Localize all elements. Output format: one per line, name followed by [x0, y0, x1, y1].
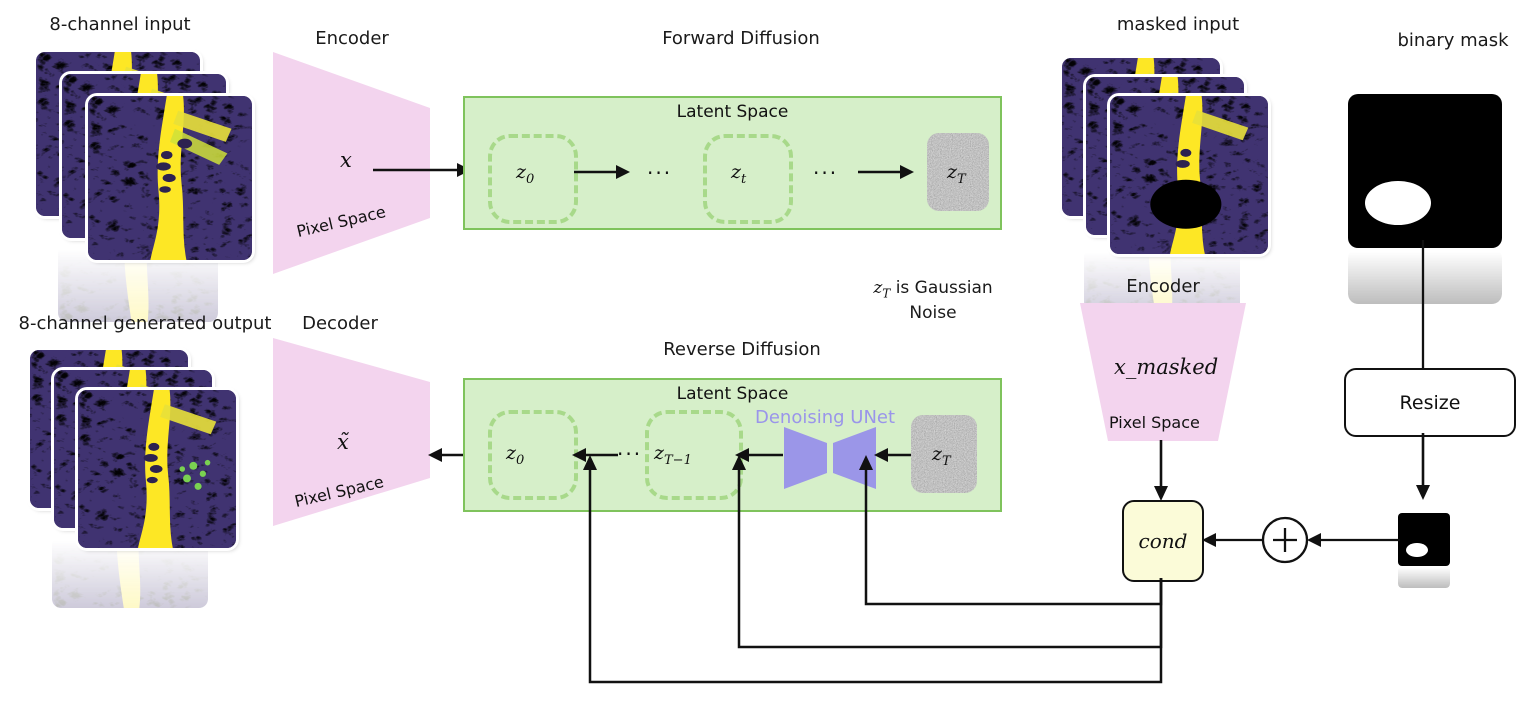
small-mask-white-ellipse [1406, 543, 1428, 557]
denoising-unet-shape [784, 427, 876, 489]
reverse-ellipsis-1: ··· [617, 442, 643, 466]
cond-box[interactable]: cond [1122, 500, 1204, 582]
forward-node-z0 [488, 134, 578, 224]
reverse-node-z0 [488, 410, 578, 500]
cond-label: cond [1138, 529, 1188, 553]
arrow-to-zT [858, 165, 914, 179]
line-mask-to-resize [1421, 240, 1425, 370]
forward-node-zt-label: zt [731, 161, 747, 187]
arrow-reverse-to-z0 [572, 448, 618, 462]
forward-ellipsis-1: ··· [647, 161, 673, 185]
right-pixel-space-label: Pixel Space [1109, 413, 1200, 432]
masked-card-front [1110, 96, 1268, 254]
forward-node-zT-label: zT [947, 161, 966, 187]
arrow-encoder-right-to-cond [1154, 440, 1168, 501]
small-binary-mask [1398, 513, 1450, 566]
resize-label: Resize [1399, 391, 1461, 414]
resize-box[interactable]: Resize [1344, 368, 1516, 437]
binary-mask-white-ellipse [1365, 181, 1431, 225]
forward-ellipsis-2: ··· [813, 161, 839, 185]
reverse-node-z0-label: z0 [506, 442, 525, 468]
decoder-x-tilde-symbol: x̃ [337, 430, 349, 454]
mask-hole-ellipse [1150, 179, 1222, 229]
arrow-plus-to-cond [1202, 533, 1262, 547]
label-8-channel-generated-output: 8-channel generated output [18, 313, 272, 334]
latent-space-reverse-title: Latent Space [676, 384, 789, 404]
arrow-small-mask-to-plus [1307, 533, 1400, 547]
forward-node-z0-label: z0 [516, 161, 535, 187]
encoder-trapezoid [273, 52, 433, 274]
encoder-x-symbol: x [340, 148, 352, 172]
small-mask-reflection [1398, 566, 1450, 588]
latent-space-forward-title: Latent Space [676, 102, 789, 122]
gaussian-noise-note: zT is Gaussian Noise [873, 278, 993, 323]
arrow-resize-to-small-mask [1416, 433, 1430, 500]
arrow-z0-to-next [574, 165, 630, 179]
label-decoder: Decoder [302, 313, 378, 334]
denoising-unet-label: Denoising UNet [755, 407, 896, 428]
output-card-front [78, 390, 236, 548]
latent-space-forward: Latent Space [463, 96, 1002, 230]
label-forward-diffusion: Forward Diffusion [662, 28, 820, 49]
label-reverse-diffusion: Reverse Diffusion [663, 339, 821, 360]
decoder-trapezoid [273, 338, 433, 526]
label-masked-input: masked input [1116, 14, 1240, 35]
label-8-channel-input: 8-channel input [49, 14, 191, 35]
arrow-unet-to-zT-1 [735, 448, 783, 462]
label-binary-mask: binary mask [1397, 30, 1509, 51]
reverse-node-zT-1-label: zT−1 [654, 442, 692, 468]
label-encoder-top: Encoder [315, 28, 389, 49]
forward-node-zt [703, 134, 793, 224]
x-masked-symbol: x_masked [1114, 355, 1219, 379]
output-stack-reflection [52, 536, 208, 608]
binary-mask-image [1348, 94, 1502, 248]
plus-operator-icon [1261, 516, 1309, 564]
reverse-node-zT-label: zT [932, 443, 951, 469]
forward-node-zT-noise [927, 133, 989, 211]
label-encoder-right: Encoder [1126, 276, 1200, 297]
input-card-front [88, 96, 252, 260]
arrow-encoder-to-latent [373, 163, 471, 177]
encoder-right-trapezoid [1080, 303, 1246, 441]
